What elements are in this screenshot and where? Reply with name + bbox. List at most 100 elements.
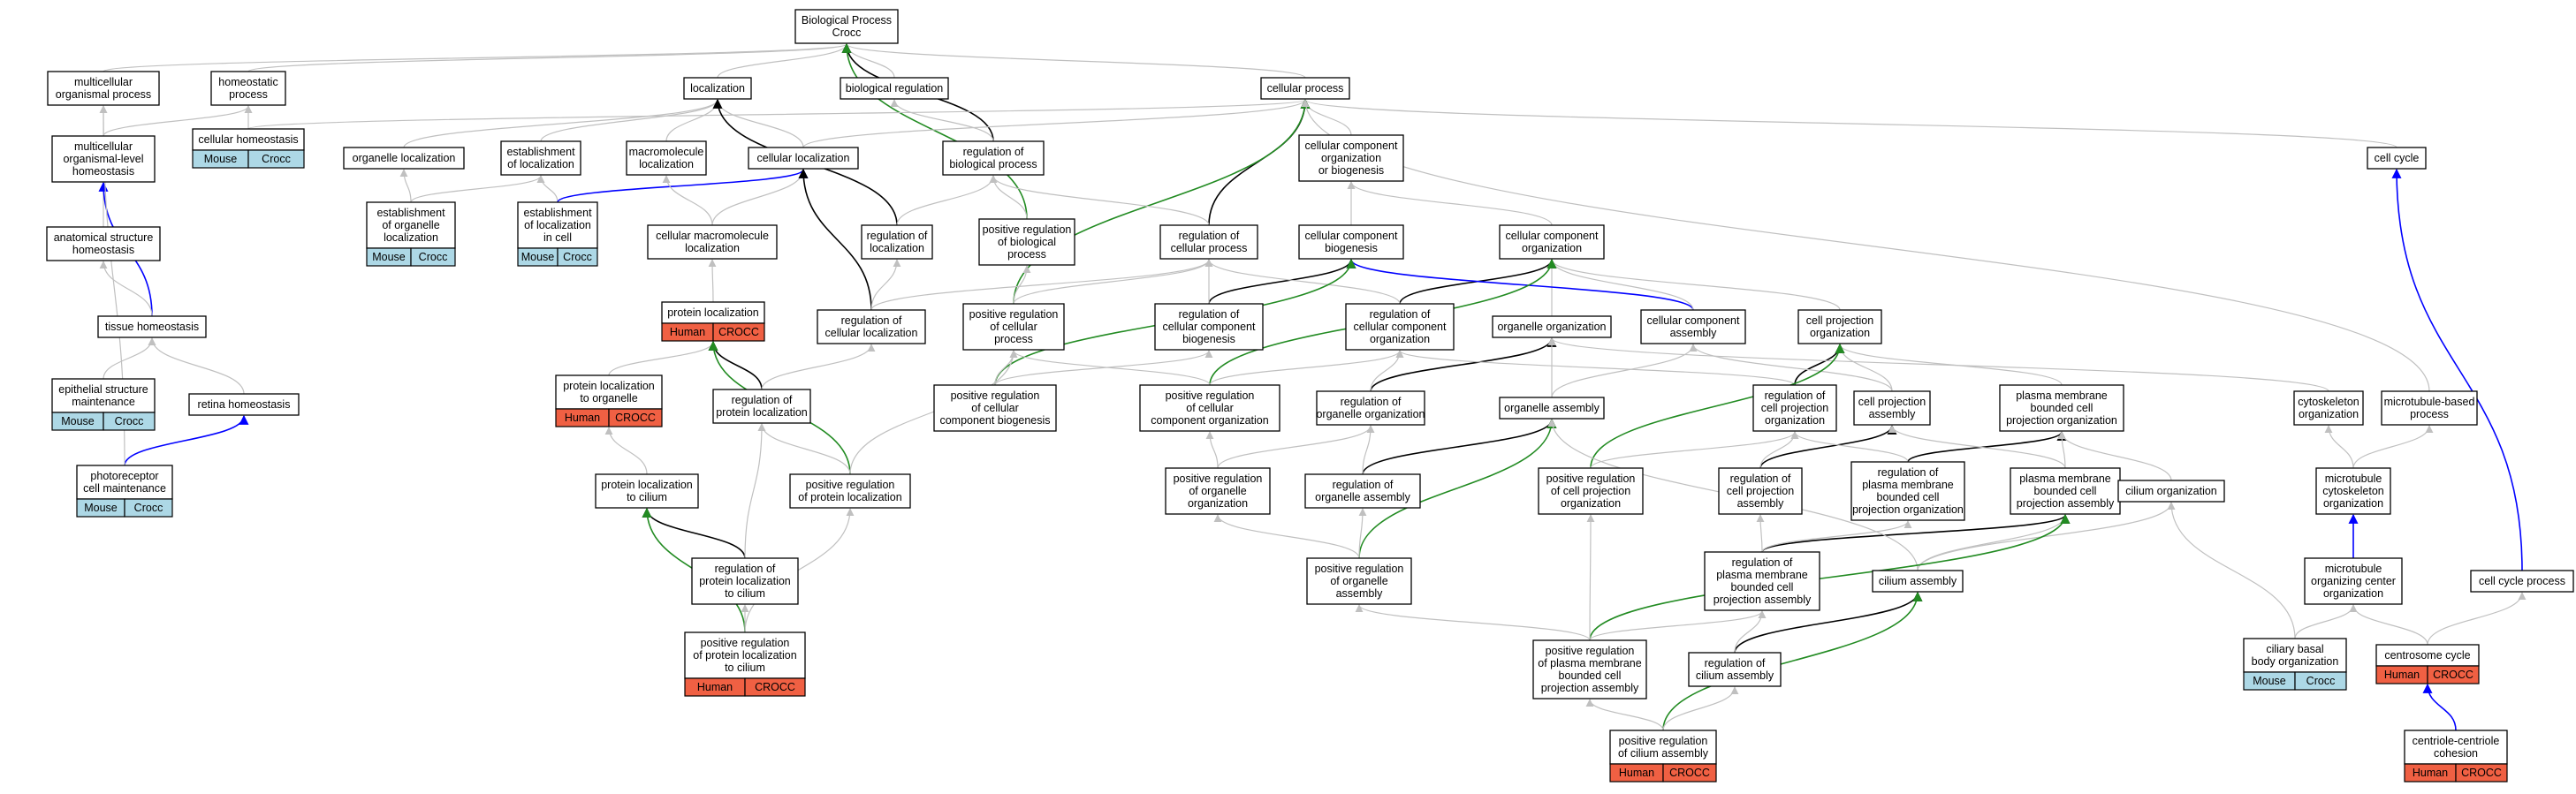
term-box	[1492, 315, 1612, 338]
edge-is-a-pmbcpa-to-cpasm	[1888, 425, 2066, 469]
go-term-node-breg[interactable]: biological regulation	[840, 77, 949, 100]
term-label-line: of cilium assembly	[1618, 747, 1709, 760]
edge-is-a-cpasm-to-ccasm	[1689, 344, 1893, 392]
go-term-node-ccyc[interactable]: cell cycle	[2367, 147, 2427, 170]
term-box	[1298, 134, 1404, 182]
edge-is-a-mlhom-to-homeo	[103, 105, 253, 137]
edge-is-a-pregoa-to-pregoo	[1213, 514, 1360, 559]
term-box	[188, 393, 300, 416]
term-label-line: cellular component	[1305, 140, 1398, 152]
go-term-node-tishom[interactable]: tissue homeostasis	[97, 315, 207, 338]
go-term-node-cloc[interactable]: cellular localization	[748, 147, 859, 170]
term-label-line: regulation of	[1730, 473, 1791, 485]
edge-is-a-pregcpo-to-regcpo	[1590, 431, 1799, 469]
term-label-line: establishment	[376, 207, 445, 219]
go-term-node-retina[interactable]: retina homeostasis	[188, 393, 300, 416]
edge-is-a-regplc-to-regpl	[744, 423, 766, 559]
edge-has-part-elcell-to-cloc	[557, 168, 809, 203]
go-term-node-orgloc[interactable]: organelle localization	[343, 147, 465, 170]
go-term-node-cilasm[interactable]: cilium assembly	[1872, 570, 1964, 593]
term-label-line: localization	[690, 82, 745, 95]
annotation-organism: Human	[565, 412, 600, 424]
go-term-node-loc[interactable]: localization	[683, 77, 752, 100]
go-term-node-cilorg[interactable]: cilium organization	[2117, 480, 2225, 503]
term-label-line: positive regulation	[983, 223, 1072, 236]
term-label-line: microtubule-based	[2384, 396, 2475, 408]
term-label-line: regulation of	[1732, 556, 1793, 569]
go-term-node-oasm[interactable]: organelle assembly	[1499, 397, 1605, 420]
term-label-line: bounded cell	[1731, 581, 1794, 594]
term-box	[1304, 473, 1421, 509]
term-label-line: projection assembly	[1541, 682, 1639, 694]
edge-regulates-regccb-to-ccbio	[1208, 258, 1356, 305]
annotation-gene: CROCC	[2433, 669, 2473, 681]
term-box	[500, 140, 581, 176]
go-term-node-orgorg[interactable]: organelle organization	[1492, 315, 1612, 338]
annotation-gene-cell	[712, 322, 765, 342]
go-term-node-ccp[interactable]: cell cycle process	[2470, 570, 2574, 593]
edge-regulates-regcloc-to-cloc	[798, 168, 872, 311]
go-term-node-cproc[interactable]: cellular process	[1260, 77, 1350, 100]
edge-is-a-regcloc-to-regloc	[870, 259, 901, 311]
term-box	[683, 77, 752, 100]
edge-is-a-cbbo-to-cilorg	[2167, 502, 2296, 639]
